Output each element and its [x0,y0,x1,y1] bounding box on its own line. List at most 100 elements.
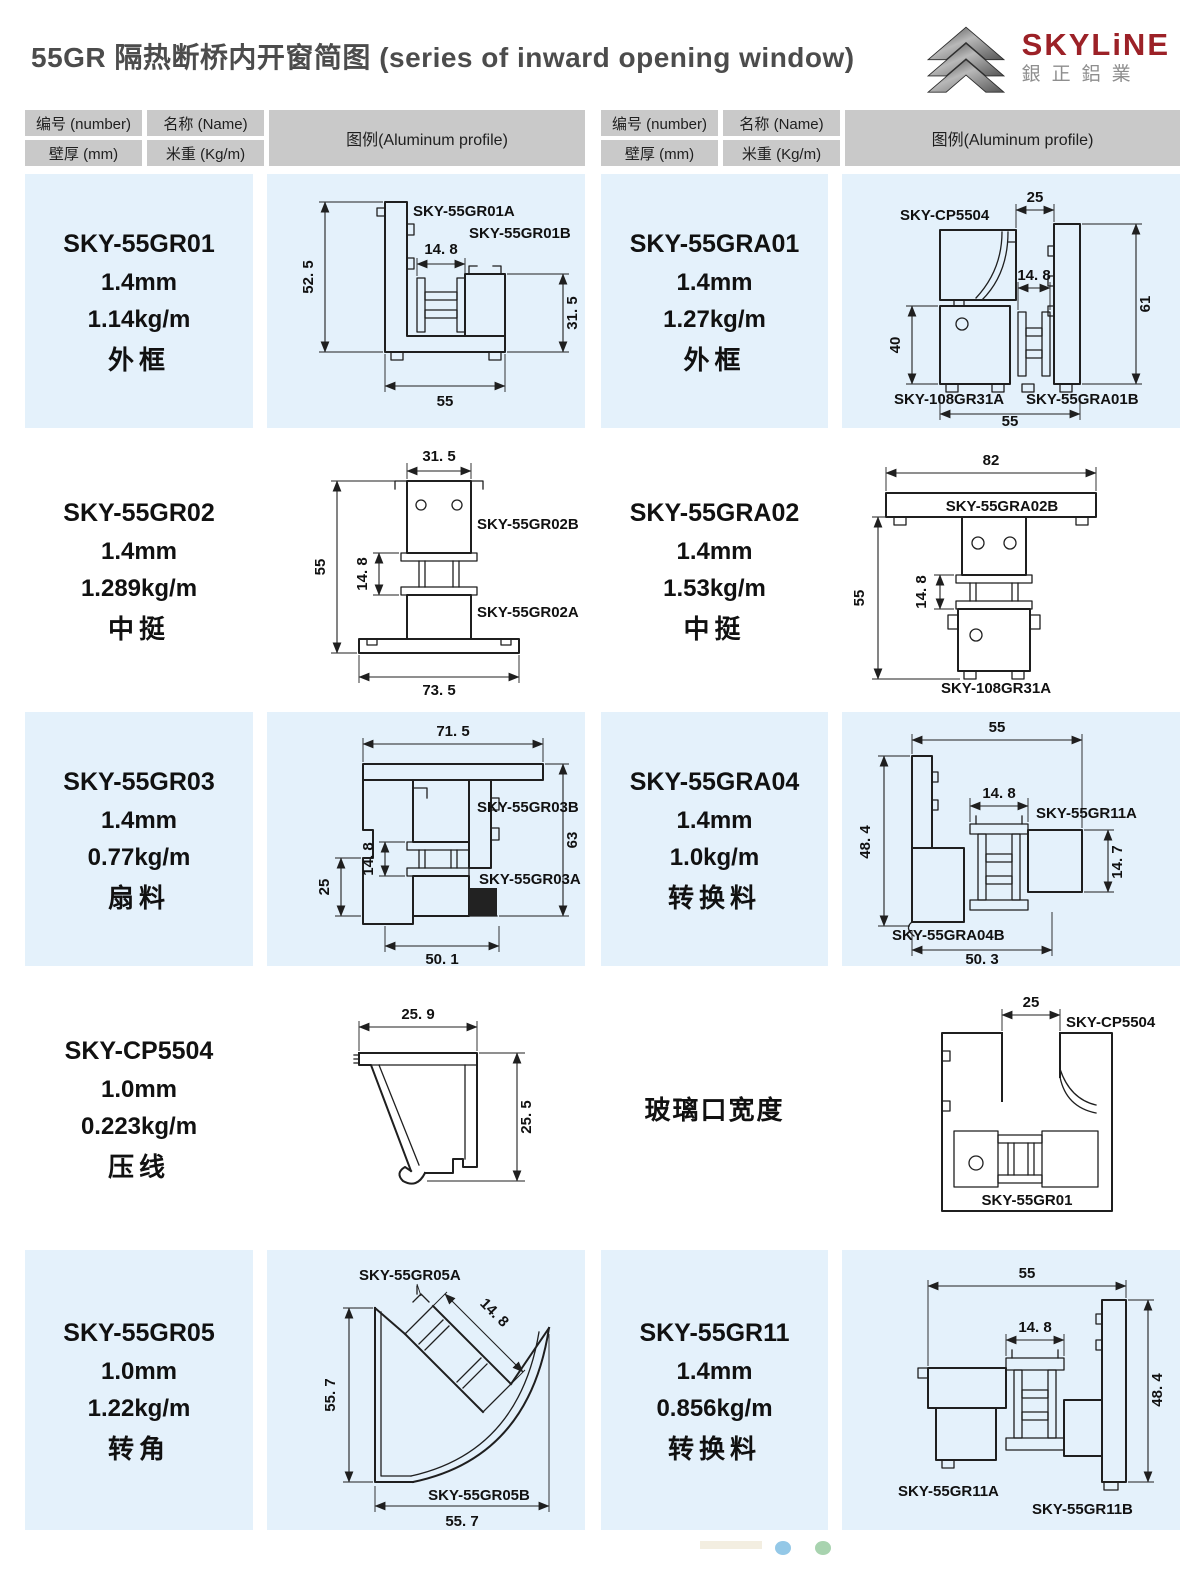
meter-weight: 1.289kg/m [80,574,198,602]
faint-green-stamp [815,1541,831,1555]
product-code: SKY-55GR11 [639,1318,790,1347]
dim-thermal-gap: 14. 8 [476,1295,512,1331]
product-code: SKY-55GRA01 [629,229,800,258]
dim-glass-width: 25 [1023,994,1040,1011]
meter-weight: 1.22kg/m [87,1394,191,1422]
page-title: 55GR 隔热断桥内开窗简图 (series of inward opening… [31,42,855,73]
label-cell: SKY-55GR05 1.0mm 1.22kg/m 转角 [25,1250,253,1530]
dim-thermal-gap: 14. 8 [360,842,377,875]
dim-bottom-width: 50. 1 [425,951,458,966]
row-sky-55gr03: SKY-55GR03 1.4mm 0.77kg/m 扇料 [25,712,585,966]
header-profile: 图例(Aluminum profile) [269,110,585,166]
profile-name: 玻璃口宽度 [644,1094,785,1125]
dim-left-height: 55 [851,590,868,607]
profile-table-right: 编号 (number) 壁厚 (mm) 名称 (Name) 米重 (Kg/m) … [601,110,1180,1545]
drawing-cell: 25. 9 25. 5 [267,981,585,1235]
row-sky-55gra04: SKY-55GRA04 1.4mm 1.0kg/m 转换料 [601,712,1180,966]
drawing-cell: 31. 5 55 14. 8 73. 5 SKY-55GR02B SKY-55G… [267,443,585,697]
profile-drawing-gr02: 31. 5 55 14. 8 73. 5 SKY-55GR02B SKY-55G… [312,448,579,697]
drawing-cell: 55 14. 8 SKY-55GR11A 48. 4 14. 7 50. [842,712,1180,966]
dim-thermal-gap: 14. 8 [982,785,1015,802]
dim-thermal-gap: 14. 8 [1017,267,1050,284]
part-label-a: SKY-55GR11A [898,1483,999,1500]
profile-tables: 编号 (number) 壁厚 (mm) 名称 (Name) 米重 (Kg/m) … [25,110,1180,1545]
profile-drawing-gr01: 52. 5 31. 5 55 14. 8 SKY-55GR01A SKY-55G… [300,201,581,410]
part-label-frame: SKY-55GR01 [982,1192,1073,1209]
dim-top-gap: 25 [1027,189,1044,206]
meter-weight: 0.223kg/m [80,1112,198,1140]
part-label-b: SKY-55GR05B [428,1487,530,1504]
dim-left: 25 [316,879,333,896]
dim-bottom-width: 55. 7 [445,1513,478,1530]
product-code: SKY-55GR05 [63,1318,215,1347]
part-label-b: SKY-55GR01B [469,225,571,242]
wall-thickness: 1.4mm [100,806,178,834]
part-label-a: SKY-55GR05A [359,1267,461,1284]
company-name: 銀正鋁業 [1021,64,1142,86]
part-label-b: SKY-55GRA04B [892,927,1005,944]
header-col-name: 名称 (Name) 米重 (Kg/m) [147,110,264,166]
profile-name: 转换料 [667,883,761,914]
label-cell: 玻璃口宽度 [601,981,828,1235]
header-weight: 米重 (Kg/m) [147,140,264,166]
header-name: 名称 (Name) [723,110,840,136]
drawing-cell: 52. 5 31. 5 55 14. 8 SKY-55GR01A SKY-55G… [267,174,585,428]
header-weight: 米重 (Kg/m) [723,140,840,166]
dim-right-height: 25. 5 [518,1100,535,1133]
drawing-cell: 25 61 40 14. 8 55 SKY-CP5504 [842,174,1180,428]
part-label-a: SKY-55GR02A [477,604,579,621]
row-sky-55gr05: SKY-55GR05 1.0mm 1.22kg/m 转角 [25,1250,585,1530]
profile-name: 外框 [683,345,746,376]
row-sky-55gr11: SKY-55GR11 1.4mm 0.856kg/m 转换料 [601,1250,1180,1530]
dim-height: 55 [312,559,329,576]
profile-name: 转换料 [667,1434,761,1465]
wall-thickness: 1.4mm [100,537,178,565]
row-sky-55gra02: SKY-55GRA02 1.4mm 1.53kg/m 中挺 [601,443,1180,697]
header-name: 名称 (Name) [147,110,264,136]
dim-bottom-width: 50. 3 [965,951,998,966]
label-cell: SKY-55GR01 1.4mm 1.14kg/m 外框 [25,174,253,428]
part-label-a: SKY-108GR31A [941,680,1051,697]
dim-height-total: 52. 5 [300,260,317,293]
logo-text: SKYLiNE 銀正鋁業 [1021,28,1170,86]
meter-weight: 0.77kg/m [87,843,191,871]
dim-right-height: 61 [1137,296,1154,313]
wall-thickness: 1.4mm [676,806,753,834]
table-header-right: 编号 (number) 壁厚 (mm) 名称 (Name) 米重 (Kg/m) … [601,110,1180,166]
profile-name: 中挺 [683,614,746,645]
drawing-cell: 71. 5 25 14. 8 63 50. 1 SKY-55GR03B [267,712,585,966]
dim-thermal-gap: 14. 8 [354,557,371,590]
profile-drawing-gra04: 55 14. 8 SKY-55GR11A 48. 4 14. 7 50. [857,719,1137,966]
dim-thermal-gap: 14. 8 [1018,1319,1051,1336]
header-profile: 图例(Aluminum profile) [845,110,1180,166]
row-sky-55gr01: SKY-55GR01 1.4mm 1.14kg/m 外框 [25,174,585,428]
dim-top-width: 82 [983,452,1000,469]
dim-top-width: 71. 5 [436,723,469,740]
row-sky-cp5504: SKY-CP5504 1.0mm 0.223kg/m 压线 [25,981,585,1235]
label-cell: SKY-55GR03 1.4mm 0.77kg/m 扇料 [25,712,253,966]
wall-thickness: 1.4mm [676,537,753,565]
dim-thermal-gap: 14. 8 [913,575,930,608]
header-number: 编号 (number) [601,110,718,136]
label-cell: SKY-55GRA02 1.4mm 1.53kg/m 中挺 [601,443,828,697]
skyline-emblem-icon [926,26,1005,93]
part-label-b: SKY-55GRA02B [946,498,1059,515]
profile-name: 转角 [107,1434,170,1465]
wall-thickness: 1.0mm [100,1357,178,1385]
drawing-cell: 25 SKY-CP5504 SKY-55GR01 [842,981,1180,1235]
row-sky-55gra01: SKY-55GRA01 1.4mm 1.27kg/m 外框 [601,174,1180,428]
meter-weight: 1.14kg/m [87,305,191,333]
part-label-b: SKY-55GR03B [477,799,579,816]
product-code: SKY-55GRA04 [629,767,800,796]
header-col-number: 编号 (number) 壁厚 (mm) [25,110,142,166]
dim-left-height: 55. 7 [322,1378,339,1411]
profile-drawing-gra02: 82 SKY-55GRA02B 55 14. 8 SKY-108GR31A [851,452,1097,697]
profile-drawing-gr11: 55 14. 8 48. 4 SKY-55GR11A SKY-55GR11B [898,1265,1166,1518]
product-code: SKY-55GR01 [63,229,215,258]
dim-width: 55 [437,393,454,410]
dim-bottom-width: 55 [1002,413,1019,428]
dim-right-height: 63 [564,832,581,849]
profile-name: 外框 [107,345,170,376]
table-header-left: 编号 (number) 壁厚 (mm) 名称 (Name) 米重 (Kg/m) … [25,110,585,166]
profile-drawing-gra01: 25 61 40 14. 8 55 SKY-CP5504 [887,189,1154,428]
